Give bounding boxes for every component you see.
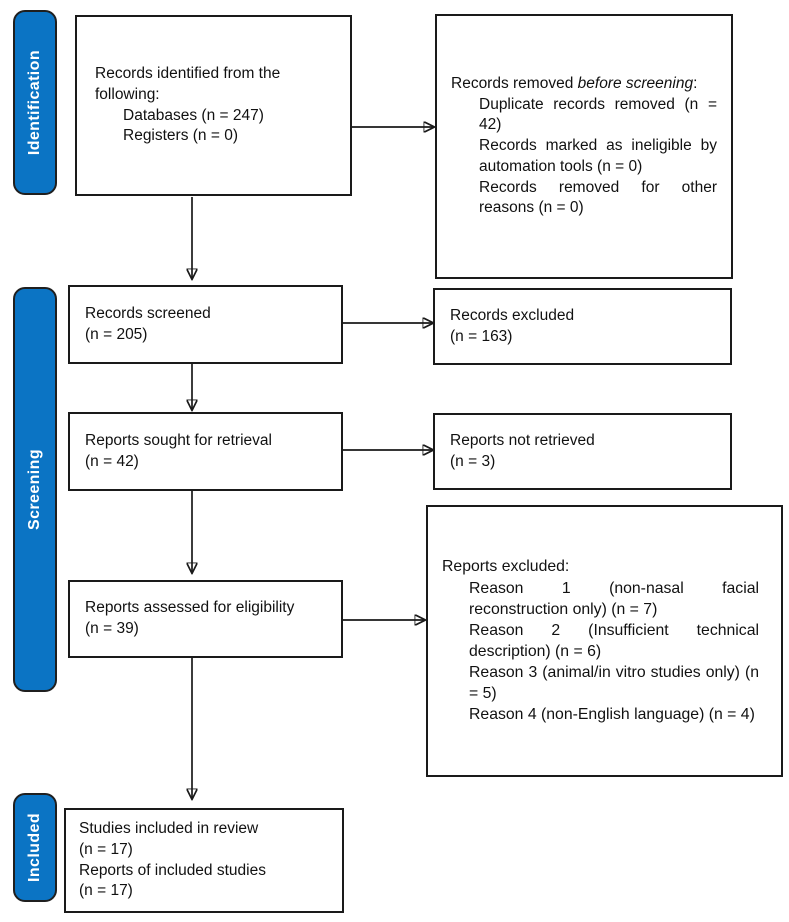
box-line-automation: Records marked as ineligible by automati… (479, 137, 717, 175)
box-records-screened: Records screened (n = 205) (68, 285, 343, 364)
title-italic: before screening (577, 74, 694, 92)
box-line-reason-1: Reason 1 (non-nasal facial reconstructio… (469, 579, 759, 618)
box-line-other-reasons: Records removed for other reasons (n = 0… (479, 178, 717, 217)
box-title: Records identified from the following: (95, 64, 281, 103)
title-prefix: Records removed (451, 74, 578, 92)
box-title: Records removed before screening: (451, 74, 717, 95)
box-reports-excluded: Reports excluded: Reason 1 (non-nasal fa… (426, 505, 783, 777)
box-count: (n = 3) (450, 452, 496, 470)
box-line: Records excluded (450, 306, 575, 324)
box-studies-included: Studies included in review (n = 17) Repo… (64, 808, 344, 913)
stage-label-text: Included (26, 813, 43, 882)
box-records-identified: Records identified from the following: D… (75, 15, 352, 196)
box-records-removed-before-screening: Records removed before screening: Duplic… (435, 14, 733, 279)
box-line-reason-4: Reason 4 (non-English language) (n = 4) (469, 706, 755, 724)
box-line: Reports of included studies (79, 861, 266, 879)
title-suffix: : (693, 74, 698, 92)
box-count: (n = 42) (85, 452, 139, 470)
box-line: Reports sought for retrieval (85, 431, 272, 449)
box-records-excluded: Records excluded (n = 163) (433, 288, 732, 365)
box-count: (n = 39) (85, 620, 139, 637)
box-reports-assessed: Reports assessed for eligibility (n = 39… (68, 580, 343, 658)
stage-label-included: Included (13, 793, 57, 902)
box-line: Records screened (85, 304, 211, 322)
box-line-registers: Registers (n = 0) (123, 127, 239, 145)
box-count: (n = 163) (450, 327, 513, 345)
box-line-databases: Databases (n = 247) (123, 106, 264, 124)
stage-label-screening: Screening (13, 287, 57, 692)
box-line-reason-2: Reason 2 (Insufficient technical descrip… (469, 621, 759, 660)
stage-label-identification: Identification (13, 10, 57, 195)
box-line-reason-3: Reason 3 (animal/in vitro studies only) … (469, 664, 759, 703)
stage-label-text: Screening (26, 449, 43, 530)
box-reports-not-retrieved: Reports not retrieved (n = 3) (433, 413, 732, 490)
box-reports-sought: Reports sought for retrieval (n = 42) (68, 412, 343, 491)
box-count: (n = 17) (79, 882, 133, 900)
box-line-duplicates: Duplicate records removed (n = 42) (479, 95, 717, 134)
box-line: Studies included in review (79, 819, 259, 837)
box-line: Reports assessed for eligibility (85, 599, 295, 617)
stage-label-text: Identification (26, 49, 43, 156)
box-count: (n = 205) (85, 325, 148, 343)
box-count: (n = 17) (79, 840, 133, 858)
box-line: Reports not retrieved (450, 431, 595, 449)
box-title: Reports excluded: (442, 558, 570, 576)
